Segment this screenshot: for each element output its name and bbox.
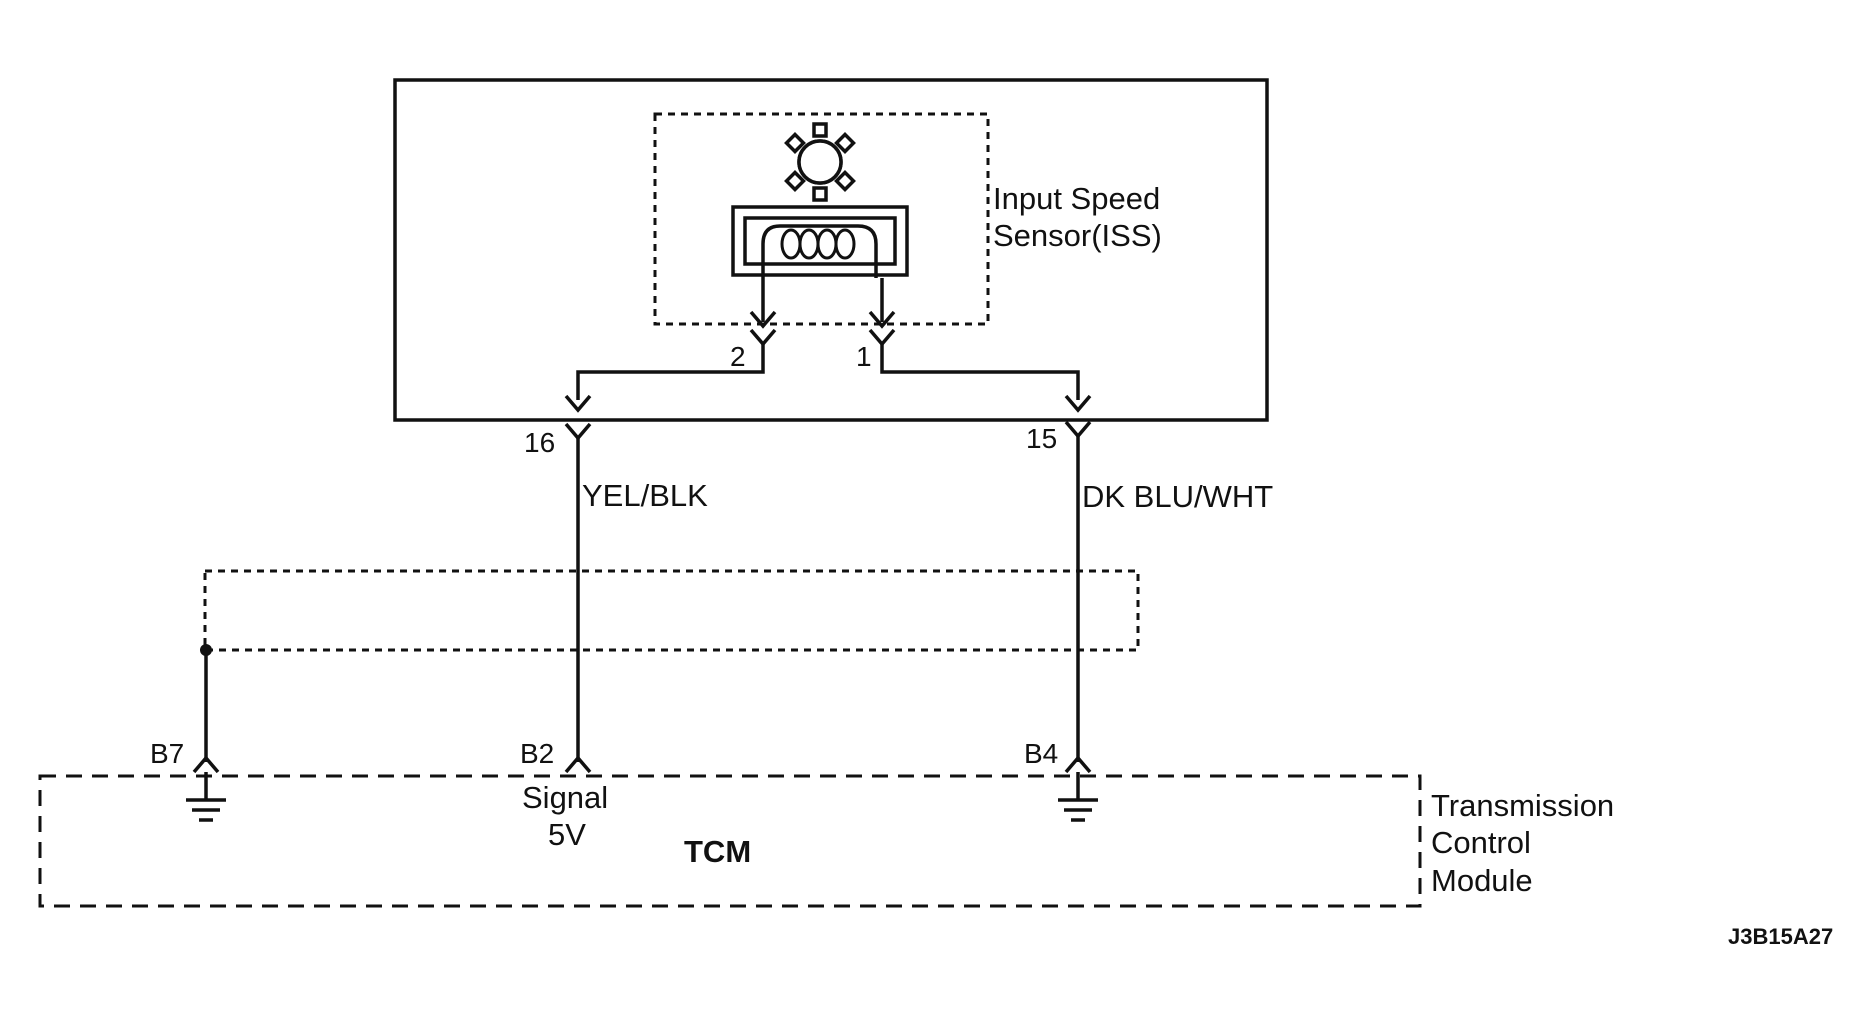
- ground-icon: [186, 772, 226, 822]
- harness-pin-15-label: 15: [1026, 423, 1057, 454]
- tcm-pin-b2-symbol: [564, 755, 592, 774]
- tcm-pin-b7-label: B7: [150, 738, 184, 769]
- pickup-coil-icon: [731, 205, 909, 278]
- harness-pin-16-label: 16: [524, 427, 555, 458]
- tcm-label-line3: Module: [1431, 863, 1533, 898]
- wire-pin2-to-16: [576, 344, 765, 400]
- connector-16-symbol: [564, 422, 592, 441]
- tcm-pin-b4-symbol: [1064, 755, 1092, 774]
- tcm-pin-b7-symbol: [192, 755, 220, 774]
- sensor-connector-pin-1: [868, 278, 896, 347]
- sensor-pin-2-label: 2: [730, 341, 746, 372]
- wire-right-color-label: DK BLU/WHT: [1082, 479, 1273, 514]
- sensor-housing-box: [393, 78, 1269, 422]
- figure-id-label: J3B15A27: [1728, 924, 1833, 949]
- wire-left-color-label: YEL/BLK: [582, 478, 708, 513]
- signal-label-line2: 5V: [548, 817, 586, 852]
- signal-label-line1: Signal: [522, 780, 608, 815]
- shield-dashed-box: [203, 569, 1140, 652]
- tcm-label-line2: Control: [1431, 825, 1531, 860]
- tcm-dashed-box: [38, 774, 1422, 908]
- tcm-name-label: TCM: [684, 834, 751, 869]
- wire-pin1-to-15: [880, 344, 1080, 400]
- connector-15-symbol: [1064, 420, 1092, 439]
- sensor-label-line2: Sensor(ISS): [993, 218, 1162, 253]
- tone-wheel-icon: [784, 122, 856, 202]
- sensor-connector-pin-2: [749, 278, 777, 347]
- iss-dashed-box: [653, 112, 990, 326]
- sensor-label-line1: Input Speed: [993, 181, 1160, 216]
- sensor-pin-1-label: 1: [856, 341, 872, 372]
- tcm-pin-b2-label: B2: [520, 738, 554, 769]
- tcm-pin-b4-label: B4: [1024, 738, 1058, 769]
- tcm-label-line1: Transmission: [1431, 788, 1614, 823]
- shield-junction-dot: [200, 644, 212, 656]
- ground-icon: [1058, 772, 1098, 822]
